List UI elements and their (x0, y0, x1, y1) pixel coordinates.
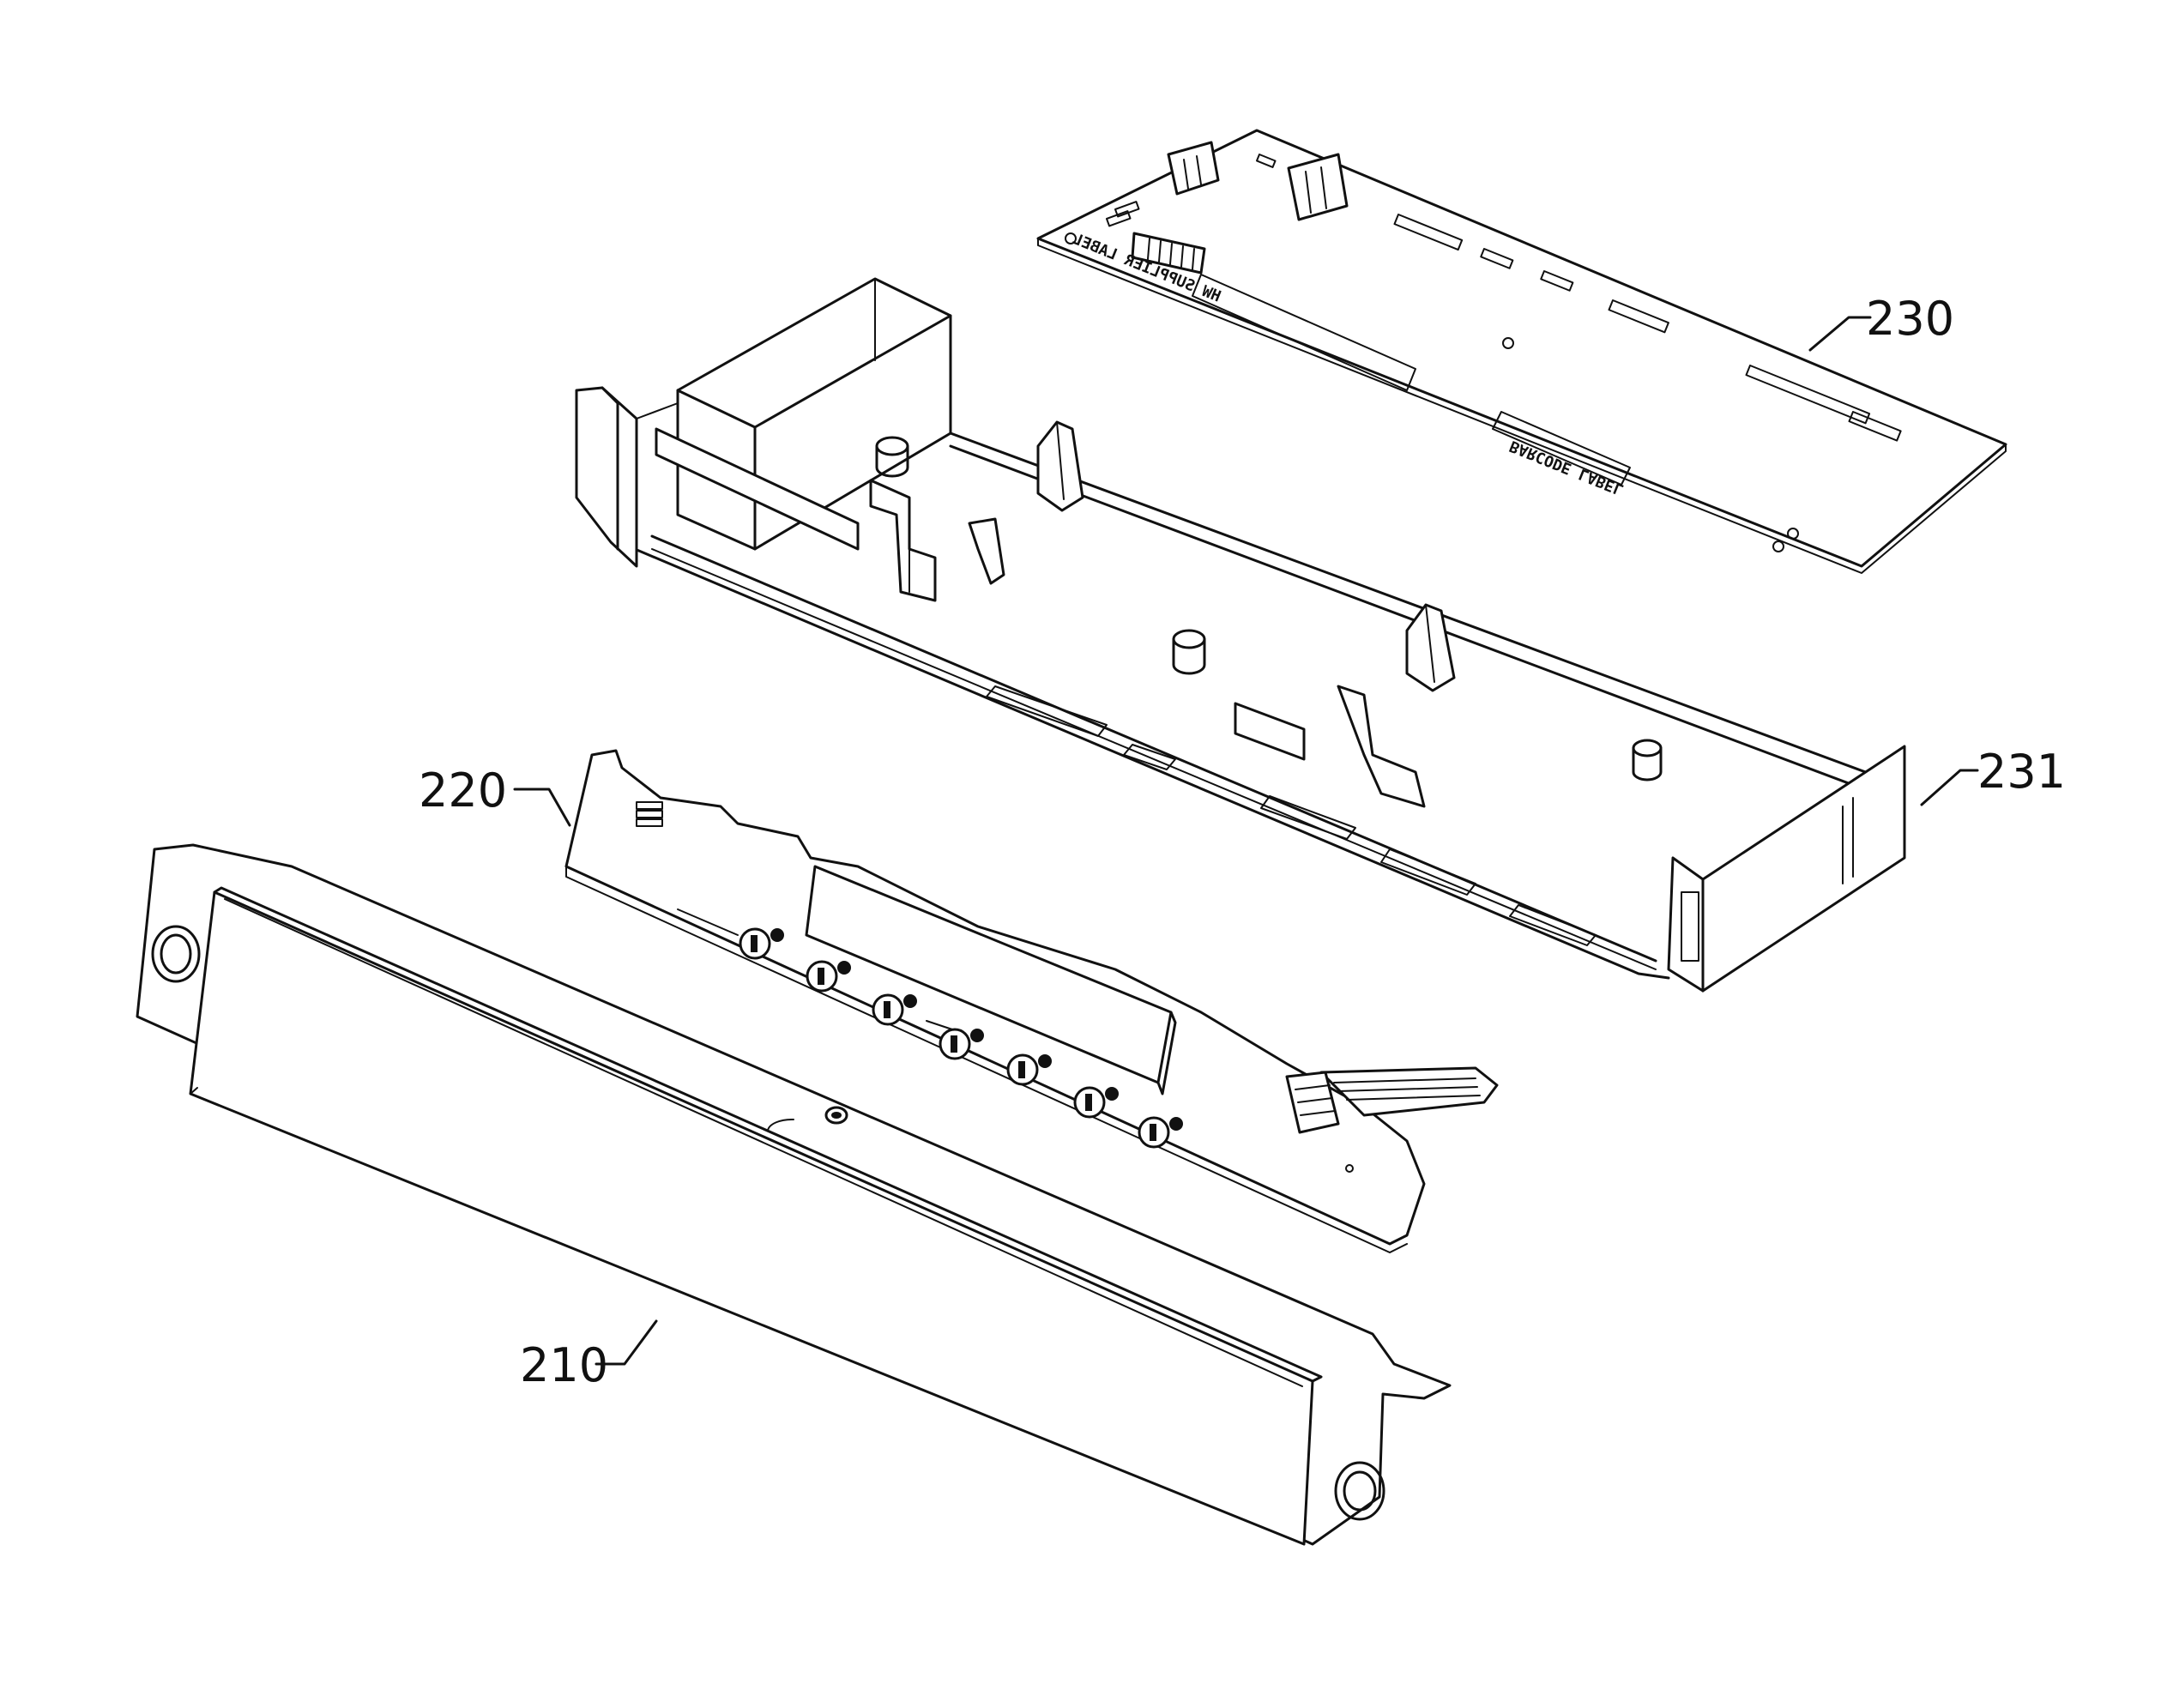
board-connector-left (1167, 141, 1220, 196)
housing-latch-2 (1405, 603, 1456, 692)
callout-label-230: 230 (1866, 292, 1954, 346)
board-header (636, 801, 663, 827)
tactile-button-1 (739, 927, 784, 960)
callout-label-231: 231 (1977, 745, 2066, 799)
housing-boss-1 (1172, 629, 1206, 675)
callout-label-210: 210 (520, 1338, 608, 1392)
tactile-button-2 (806, 960, 851, 993)
main-circuit-board: HW SUPPLIER LABEL BARCODE LABEL (1036, 129, 2007, 574)
sensor-window (767, 1106, 848, 1132)
callout-230: 230 (1808, 292, 1954, 352)
tactile-button-6 (1073, 1086, 1119, 1119)
tactile-button-7 (1138, 1116, 1183, 1149)
callout-label-220: 220 (419, 763, 507, 818)
right-rotary-knob (1334, 1461, 1385, 1521)
callout-210: 210 (520, 1319, 658, 1392)
housing-boss-2 (1632, 739, 1663, 782)
display-module (805, 865, 1177, 1095)
board-connector-middle (1287, 153, 1349, 221)
callout-220: 220 (419, 763, 571, 827)
mounting-hole (1787, 528, 1799, 540)
tactile-button-3 (872, 993, 917, 1026)
ribbon-cable (1285, 1066, 1499, 1134)
mounting-hole (1502, 337, 1514, 349)
tactile-button-5 (1006, 1053, 1052, 1086)
housing-latch-1 (1036, 420, 1084, 512)
housing-clip-1 (869, 479, 937, 602)
front-panel (136, 843, 1452, 1546)
housing-clip-3 (1234, 685, 1426, 808)
housing-clip-2 (968, 517, 1005, 585)
mounting-hole (1772, 540, 1784, 552)
board-connector-6pin (1131, 232, 1206, 275)
mounting-hole (1065, 232, 1077, 244)
tactile-button-4 (939, 1028, 984, 1060)
left-rotary-knob (151, 925, 201, 983)
housing-boss-3 (875, 436, 909, 478)
callout-231: 231 (1920, 745, 2066, 806)
housing-frame (575, 277, 1906, 993)
control-board (564, 749, 1499, 1253)
board-pads (1105, 154, 1902, 442)
